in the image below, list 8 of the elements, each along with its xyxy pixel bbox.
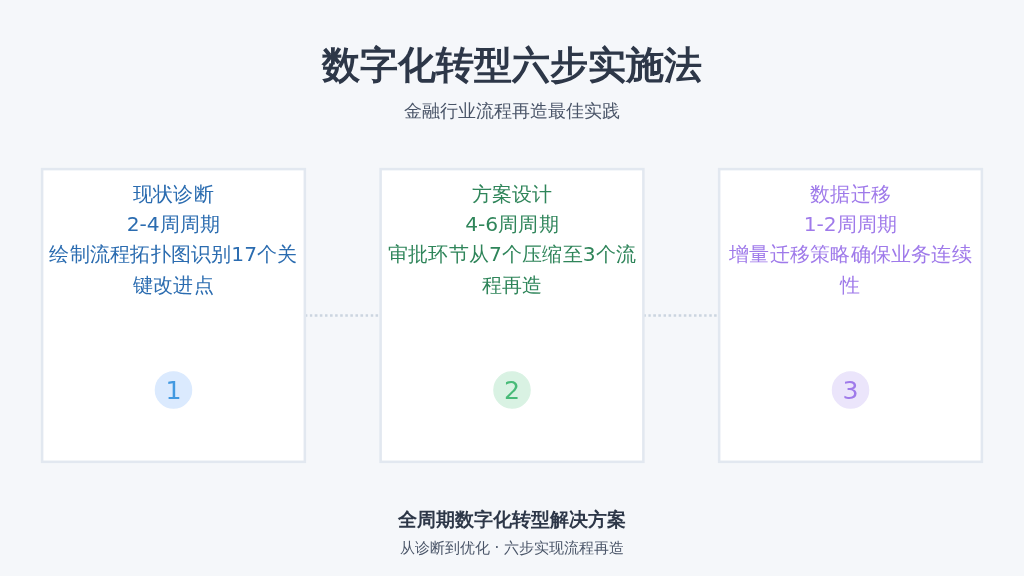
footer-heading: 全周期数字化转型解决方案 (398, 507, 626, 532)
node-circle: 3 (831, 370, 870, 409)
node-circle: 1 (154, 370, 193, 409)
footer-note: 从诊断到优化 · 六步实现流程再造 (399, 539, 625, 558)
subtitle: 金融行业流程再造最佳实践 (404, 99, 620, 123)
connector (304, 313, 381, 317)
diagram-title: 数字化转型六步实施法 (322, 42, 702, 89)
node-circle: 2 (493, 370, 531, 409)
